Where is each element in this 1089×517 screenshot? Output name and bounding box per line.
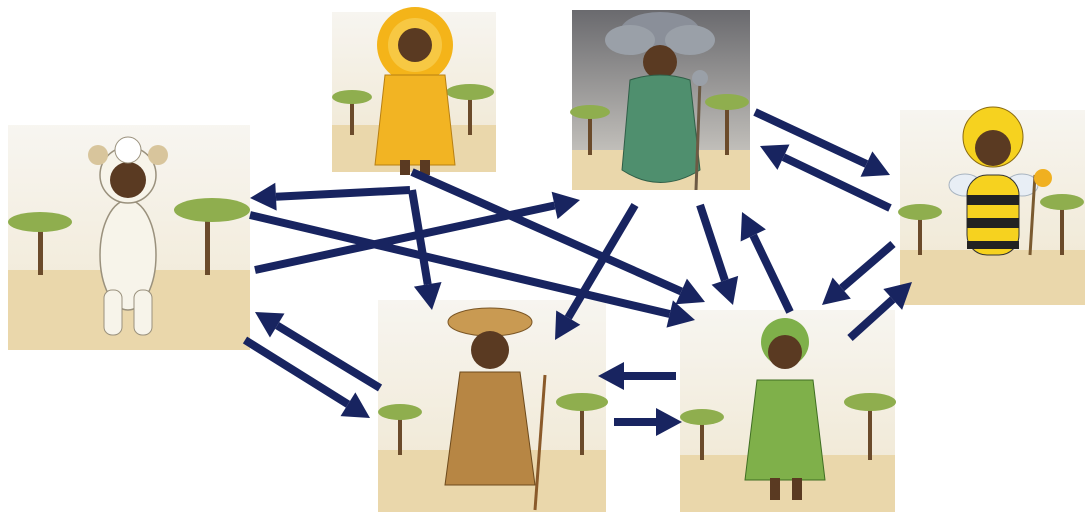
arrow-sun-to-sheep: [250, 183, 410, 211]
arrow-head: [250, 183, 277, 211]
soil-costume-child: [378, 300, 608, 512]
arrow-rain-to-bee: [755, 112, 890, 177]
raincloud-costume-child: [570, 10, 750, 190]
arrow-shaft: [276, 190, 410, 197]
arrow-head: [552, 192, 580, 219]
arrow-bee-to-rain: [760, 145, 890, 208]
sheep-costume-child: [8, 125, 250, 350]
arrow-rain-to-plant: [700, 205, 738, 305]
arrow-shaft: [277, 326, 380, 388]
sun-costume-child: [332, 7, 496, 175]
arrow-sheep-to-soil: [245, 340, 370, 418]
arrow-shaft: [700, 205, 725, 280]
bee-costume-child: [898, 107, 1085, 305]
arrow-shaft: [255, 205, 555, 270]
arrow-bee-to-plant: [822, 244, 893, 305]
ground: [900, 250, 1085, 305]
arrow-head: [656, 408, 682, 436]
arrow-shaft: [753, 235, 790, 312]
arrow-sun-to-soil: [412, 190, 442, 310]
arrow-soil-to-sheep: [255, 312, 380, 388]
arrow-plant-to-rain: [741, 212, 790, 312]
plant-costume-child: [680, 310, 896, 512]
arrow-shaft: [245, 340, 348, 404]
arrow-plant-to-soil: [598, 362, 676, 390]
arrow-soil-to-plant: [614, 408, 682, 436]
arrow-shaft: [842, 244, 893, 288]
